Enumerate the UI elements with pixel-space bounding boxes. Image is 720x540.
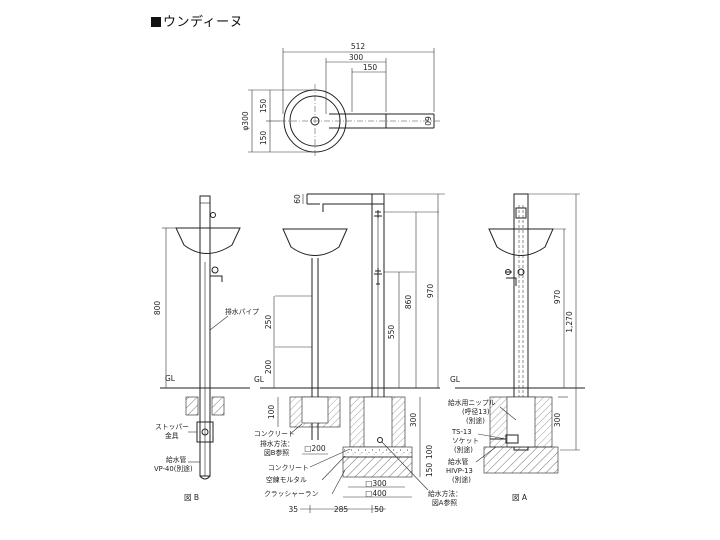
side-dim-550: 550 (387, 325, 396, 340)
view-b-label-supply: 給水管 (166, 455, 187, 464)
side-label-concrete: コンクリート (268, 464, 309, 472)
side-dim-50: 50 (374, 505, 384, 514)
side-dim-sq300: □300 (365, 479, 387, 488)
plan-dim-150-lower: 150 (259, 131, 268, 146)
side-label-see-b: 図B参照 (264, 448, 289, 457)
view-a-label-ts13: TS-13 (451, 428, 472, 436)
side-dim-100-left: 100 (267, 405, 276, 420)
side-dim-60: 60 (293, 194, 302, 204)
plan-dim-60: 60 (423, 116, 432, 126)
side-dim-sq400: □400 (365, 489, 387, 498)
view-a-label-hivp13: HIVP-13 (446, 467, 473, 475)
side-label-supply-method: 給水方法： (428, 489, 462, 498)
view-b-dim-800: 800 (153, 301, 162, 316)
view-b-label-drain-pipe: 排水パイプ (225, 307, 259, 316)
view-a-dim-1270: 1,270 (565, 311, 574, 333)
plan-dim-150: 150 (363, 63, 378, 72)
plan-dim-dia300: φ300 (241, 111, 250, 130)
side-dim-sq200: □200 (304, 444, 326, 453)
side-dim-970: 970 (426, 284, 435, 299)
plan-dim-300: 300 (349, 53, 364, 62)
side-label-see-a: 図A参照 (432, 498, 457, 507)
side-dim-300: 300 (409, 413, 418, 428)
view-b-caption: 図 B (184, 493, 199, 502)
plan-view: 512 300 150 60 φ300 150 150 (241, 42, 440, 158)
side-dim-150: 150 (425, 463, 434, 478)
view-a-label-separate3: (別途) (452, 475, 471, 484)
view-side: 250 200 970 860 550 60 GL 100 □200 300 1… (254, 193, 462, 514)
view-a-gl: GL (450, 375, 461, 384)
view-a-dim-970: 970 (553, 290, 562, 305)
plan-dim-150-upper: 150 (259, 99, 268, 114)
title-square-bullet (151, 17, 161, 27)
page-title: ウンディーヌ (151, 11, 243, 30)
plan-dim-512: 512 (351, 42, 366, 51)
view-b-label-fitting: 金具 (165, 431, 179, 440)
view-a-label-socket: ソケット (452, 437, 479, 445)
side-dim-285: 285 (334, 505, 349, 514)
view-a-label-nipple: 給水用ニップル (448, 398, 496, 407)
view-a-label-supply-pipe: 給水管 (448, 457, 469, 466)
view-b-label-stopper: ストッパー (155, 423, 189, 431)
side-dim-860: 860 (404, 295, 413, 310)
view-a: GL 970 1,270 300 給水用ニップル (呼径13) (別途) TS-… (446, 193, 585, 502)
view-b: 800 GL 排水パイプ ストッパー 金具 給水管 VP-40(別途) 図 B (153, 195, 259, 502)
side-dim-250: 250 (264, 315, 273, 330)
side-gl: GL (254, 375, 265, 384)
title-text: ウンディーヌ (163, 15, 244, 30)
view-a-caption: 図 A (512, 493, 528, 502)
side-dim-35: 35 (288, 505, 298, 514)
view-a-label-nominal13: (呼径13) (462, 407, 490, 416)
side-label-drain-method: 排水方法： (260, 439, 294, 448)
view-a-dim-300: 300 (553, 413, 562, 428)
side-dim-200: 200 (264, 360, 273, 375)
view-b-gl: GL (165, 374, 176, 383)
side-dim-100-right: 100 (425, 445, 434, 460)
side-label-concrete-drain: コンクリート (254, 430, 295, 438)
view-a-label-separate2: (別途) (454, 445, 473, 454)
side-label-mortar: 空練モルタル (266, 475, 307, 484)
view-b-label-vp40: VP-40(別途) (154, 464, 193, 473)
view-a-label-separate1: (別途) (466, 416, 485, 425)
side-label-crusher-run: クラッシャーラン (264, 490, 319, 498)
